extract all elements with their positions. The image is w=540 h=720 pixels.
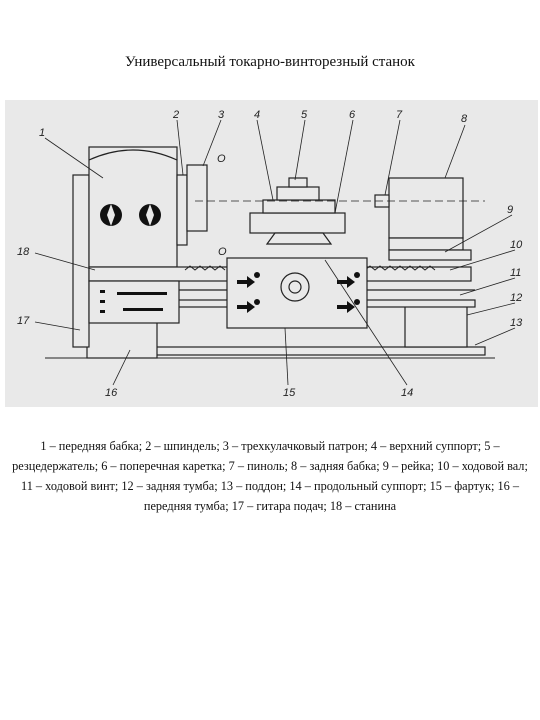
lathe-diagram: 1 2 3 4 5 6 7 8 9 10 11 12 13 14 15 16 1… <box>5 100 538 407</box>
figure-caption: 1 – передняя бабка; 2 – шпиндель; 3 – тр… <box>12 439 528 513</box>
axis-letter-mid: О <box>218 246 227 258</box>
tool-post-5 <box>276 186 320 201</box>
part-number-12: 12 <box>510 292 522 304</box>
spindle-2 <box>176 174 188 246</box>
cross-slide-6 <box>249 212 346 234</box>
rear-cabinet-12 <box>404 304 468 348</box>
part-number-10: 10 <box>510 239 523 251</box>
top-slide-4 <box>262 199 336 214</box>
part-number-8: 8 <box>461 113 468 125</box>
part-number-17: 17 <box>17 315 30 327</box>
part-number-3: 3 <box>218 109 225 121</box>
gear-guard-17 <box>72 174 90 348</box>
part-number-7: 7 <box>396 109 403 121</box>
part-number-4: 4 <box>254 109 260 121</box>
part-number-16: 16 <box>105 387 118 399</box>
rack-9 <box>388 249 472 261</box>
part-number-15: 15 <box>283 387 296 399</box>
part-number-6: 6 <box>349 109 356 121</box>
handwheel <box>280 272 310 302</box>
headstock-1 <box>88 146 178 268</box>
pan-13 <box>154 346 486 356</box>
page-title: Универсальный токарно-винторезный станок <box>125 54 415 70</box>
part-number-5: 5 <box>301 109 308 121</box>
part-number-1: 1 <box>39 127 45 139</box>
tailstock-8 <box>388 177 464 239</box>
part-number-2: 2 <box>172 109 179 121</box>
lathe-drawing: 1 2 3 4 5 6 7 8 9 10 11 12 13 14 15 16 1… <box>17 109 523 399</box>
part-number-9: 9 <box>507 204 513 216</box>
part-number-11: 11 <box>510 267 521 279</box>
part-number-14: 14 <box>401 387 413 399</box>
part-number-13: 13 <box>510 317 523 329</box>
part-number-18: 18 <box>17 246 30 258</box>
axis-letter-top: О <box>217 153 226 165</box>
chuck-3 <box>186 164 208 232</box>
